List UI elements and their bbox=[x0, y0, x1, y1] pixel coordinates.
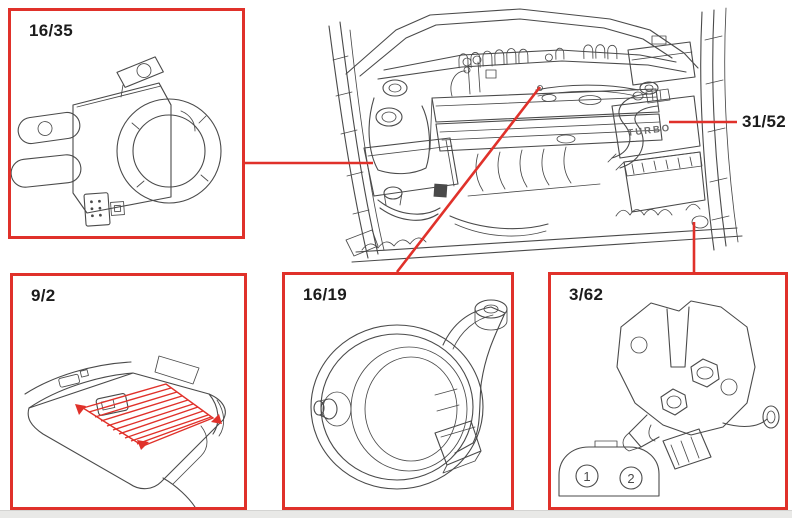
turbo-badge-text: TURBO bbox=[627, 123, 672, 139]
hood-latch-illustration: 1 2 bbox=[558, 300, 780, 497]
left-fender bbox=[328, 21, 385, 259]
washer-reservoir-and-battery bbox=[363, 66, 471, 221]
callout-label-roof: 9/2 bbox=[31, 286, 56, 305]
right-fender bbox=[700, 7, 739, 251]
hood-and-cowl bbox=[345, 8, 699, 80]
heated-window-grid bbox=[75, 383, 222, 450]
engine-block bbox=[429, 55, 663, 237]
callout-label-horn: 16/19 bbox=[303, 285, 348, 304]
siren-illustration bbox=[11, 56, 222, 227]
callout-box-roof: 9/2 bbox=[10, 273, 247, 510]
right-ecu-box bbox=[615, 151, 709, 229]
coolant-reservoir bbox=[627, 35, 696, 86]
turbo-airbox: TURBO bbox=[611, 81, 701, 159]
front-panel bbox=[345, 227, 743, 263]
callout-label-latch: 3/62 bbox=[569, 285, 604, 304]
hood-seal-bumps bbox=[458, 44, 618, 69]
siren-connector bbox=[83, 192, 125, 227]
latch-connector: 1 2 bbox=[558, 440, 660, 497]
callout-box-horn: 16/19 bbox=[282, 272, 514, 510]
roof-antenna-illustration bbox=[24, 355, 226, 507]
page-edge-strip bbox=[0, 510, 792, 518]
connector-pin-1-label: 1 bbox=[583, 469, 590, 484]
callout-box-siren: 16/35 bbox=[8, 8, 245, 239]
callout-box-latch: 3/62 1 2 bbox=[548, 272, 788, 510]
horn-illustration bbox=[310, 299, 508, 490]
callout-label-siren: 16/35 bbox=[29, 21, 74, 40]
pointer-line-horn bbox=[395, 86, 542, 273]
component-ref-label-31-52: 31/52 bbox=[742, 112, 787, 131]
connector-pin-2-label: 2 bbox=[627, 471, 634, 486]
